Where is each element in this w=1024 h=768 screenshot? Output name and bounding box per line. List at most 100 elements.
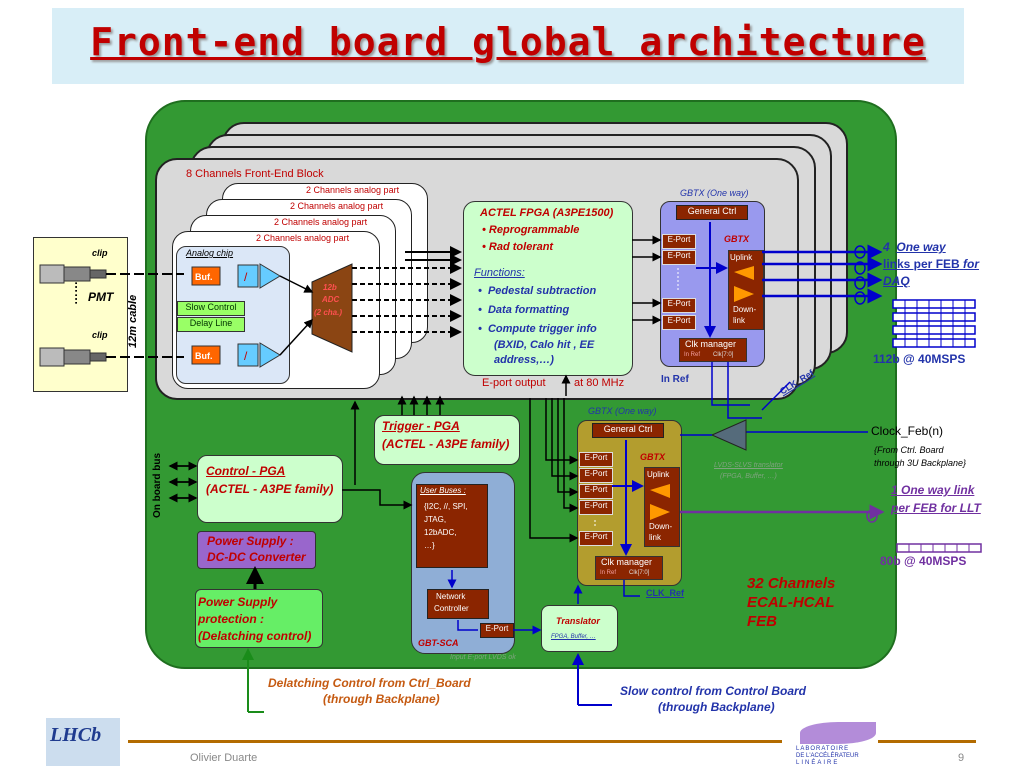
gbtx2-downlink-2: link bbox=[649, 533, 662, 542]
fpga-b1: • Reprogrammable bbox=[482, 224, 580, 236]
clock-feb-label: Clock_Feb(n) bbox=[871, 424, 944, 438]
gbtx2-eport-1: E-Port bbox=[579, 452, 613, 467]
analog-part-label-1: 2 Channels analog part bbox=[306, 185, 400, 195]
sca-input-note: Input E-port LVDS ok bbox=[450, 654, 516, 661]
block-8ch-label: 8 Channels Front-End Block bbox=[186, 168, 324, 180]
gbtx2-eport-5: E-Port bbox=[579, 531, 613, 546]
lal-text-2: DE L'ACCÉLÉRATEUR bbox=[796, 753, 859, 759]
gbtx1-internal bbox=[696, 222, 728, 338]
sca-eport-link bbox=[457, 620, 478, 631]
footer-divider bbox=[128, 740, 782, 743]
lal-logo-icon bbox=[800, 722, 876, 744]
gbtx1-clk-label: Clk manager bbox=[685, 339, 737, 349]
gbtx2-downlink-arrow bbox=[650, 504, 670, 520]
gbtx2-internal bbox=[612, 440, 644, 556]
adc-fpga-bus bbox=[352, 246, 462, 338]
lvds-buffer bbox=[710, 419, 747, 451]
shaper-top bbox=[259, 263, 281, 289]
shaper-to-adc-bottom bbox=[279, 318, 314, 356]
daq-line-3: DAQ bbox=[883, 274, 910, 288]
gbtx1-downlink-1: Down- bbox=[733, 305, 757, 314]
fpga-gbtx1-links bbox=[632, 235, 662, 325]
gbtx1-downlink-2: link bbox=[733, 316, 746, 325]
control-pga-title: Control - PGA bbox=[206, 464, 286, 478]
network-controller-box bbox=[427, 589, 489, 619]
gbtx2-clk-ref: CLK_Ref bbox=[646, 588, 685, 598]
gbtx2-clkbus: Clk[7:0] bbox=[629, 570, 650, 576]
gbtx2-name: GBTX bbox=[640, 452, 666, 462]
gbtx1-general-ctrl: General Ctrl bbox=[676, 205, 748, 220]
user-buses-i4: …} bbox=[424, 541, 435, 550]
delatch-line-2: (through Backplane) bbox=[323, 692, 440, 706]
lal-text-1: LABORATOIRE bbox=[796, 746, 850, 752]
gbtx2-uplink: Uplink bbox=[647, 470, 670, 479]
analog-part-label-2: 2 Channels analog part bbox=[290, 201, 384, 211]
gbtx2-clkref-line bbox=[623, 580, 640, 597]
clip-top-label: clip bbox=[92, 248, 108, 258]
daq-packet-dividers bbox=[904, 300, 966, 347]
translator-sub: FPGA, Buffer, … bbox=[551, 634, 596, 640]
translator-box bbox=[541, 605, 618, 652]
llt-packet-dividers bbox=[908, 544, 970, 552]
user-buses-i1: {I2C, //, SPI, bbox=[424, 502, 468, 511]
daq-links: links per FEB bbox=[883, 257, 960, 271]
gbtx1-eport-2: E-Port bbox=[662, 250, 696, 265]
fpga-functions: Functions: bbox=[474, 267, 525, 279]
lvds-label-1: LVDS-SLVS translator bbox=[714, 462, 783, 469]
gbtx2-uplink-arrow bbox=[650, 484, 670, 498]
title-bar bbox=[52, 8, 964, 84]
feb32-label: 32 Channels ECAL-HCAL FEB bbox=[747, 574, 835, 631]
trigger-pga-family: (ACTEL - A3PE family) bbox=[382, 437, 510, 451]
buffer-text-bottom: Buf. bbox=[195, 351, 213, 361]
daq-line-1: 4 One way bbox=[883, 240, 946, 254]
daq-packet-grid bbox=[892, 299, 976, 348]
gbtx1-inref-out: In Ref bbox=[661, 374, 689, 385]
pmt-tube-bottom bbox=[39, 347, 107, 367]
gbtx1-uplink-arrow bbox=[734, 266, 754, 280]
fpga-b2-text: Rad tolerant bbox=[488, 241, 554, 253]
lvds-label-2: (FPGA, Buffer, …) bbox=[720, 473, 777, 480]
user-buses-i3: 12bADC, bbox=[424, 528, 457, 537]
delatch-line-1: Delatching Control from Ctrl_Board bbox=[268, 676, 471, 690]
lal-text-3: LINÉAIRE bbox=[796, 760, 840, 766]
network-controller-l2: Controller bbox=[434, 604, 469, 613]
gbtx2-clk-manager bbox=[595, 556, 663, 580]
shaper-to-adc-top bbox=[279, 275, 314, 293]
fpga-b1-text: Reprogrammable bbox=[488, 224, 580, 236]
power-protection-l1: Power Supply bbox=[198, 595, 278, 609]
fpga-box bbox=[463, 201, 633, 376]
slow-line-2: (through Backplane) bbox=[658, 700, 775, 714]
fpga-vertical-links bbox=[342, 374, 579, 543]
daq-oneway: One way bbox=[896, 240, 946, 254]
network-controller-l1: Network bbox=[436, 592, 466, 601]
gbtx2-caption: GBTX (One way) bbox=[588, 406, 657, 416]
gbtx2-eport-2: E-Port bbox=[579, 468, 613, 483]
on-board-bus-arrows bbox=[168, 461, 198, 503]
divider-bottom bbox=[237, 343, 259, 367]
slow-control-box: Slow Control bbox=[177, 301, 245, 316]
fpga-freq: at 80 MHz bbox=[574, 377, 625, 389]
gbtx2-eport-4: E-Port bbox=[579, 500, 613, 515]
gbtx1-eport-1: E-Port bbox=[662, 234, 696, 249]
gbtx1-eport-3: E-Port bbox=[662, 298, 696, 313]
feb32-l3: FEB bbox=[747, 613, 777, 630]
daq-count: 4 bbox=[883, 240, 890, 254]
power-supply-l2: DC-DC Converter bbox=[207, 550, 306, 564]
analog-chip-label: Analog chip bbox=[186, 248, 234, 258]
power-protection-box bbox=[195, 589, 323, 648]
gbtx1-uplink: Uplink bbox=[730, 253, 753, 262]
gbtx2-clk-label: Clk manager bbox=[601, 557, 653, 567]
gbtx2-inref: In Ref bbox=[600, 570, 617, 576]
gbtx2-downlink-1: Down- bbox=[649, 522, 673, 531]
divider-text-bottom: / bbox=[244, 349, 248, 363]
fpga-f2: • Data formatting bbox=[478, 304, 570, 316]
lhcb-logo-text: LHCb bbox=[50, 724, 102, 746]
daq-fiber-loops bbox=[854, 245, 866, 305]
divider-top bbox=[237, 264, 259, 288]
clip-bottom-label: clip bbox=[92, 330, 108, 340]
gbtx1-clkbus: Clk[7:0] bbox=[713, 352, 734, 358]
feb32-l1: 32 Channels bbox=[747, 575, 836, 592]
fpga-eport-output: E-port output bbox=[482, 377, 546, 389]
footer-divider-2 bbox=[878, 740, 976, 743]
gbtx1-clk-lines bbox=[711, 362, 791, 419]
